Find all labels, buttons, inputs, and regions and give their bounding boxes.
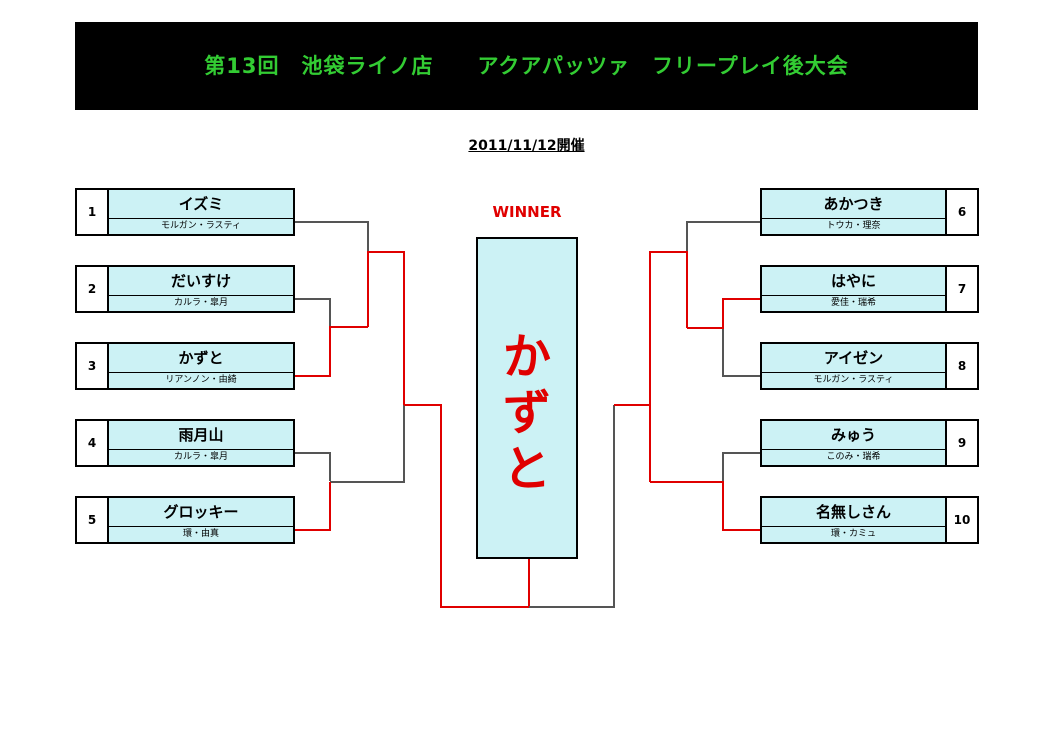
team-characters: 愛佳・瑞希: [830, 298, 876, 308]
bracket-line: [722, 328, 760, 377]
entry-5: 5 グロッキー 環・由真: [75, 496, 295, 544]
player-name: 名無しさん: [762, 498, 945, 527]
player-name: 雨月山: [109, 421, 293, 450]
team-characters: モルガン・ラスティ: [160, 221, 241, 231]
team-characters: カルラ・皐月: [173, 298, 228, 308]
entry-10: 名無しさん 環・カミュ 10: [760, 496, 979, 544]
event-date: 2011/11/12開催: [468, 138, 585, 154]
bracket-line: [722, 452, 760, 482]
entry-9: みゅう このみ・瑞希 9: [760, 419, 979, 467]
entry-8: アイゼン モルガン・ラスティ 8: [760, 342, 979, 390]
team-characters: カルラ・皐月: [173, 452, 228, 462]
player-name: グロッキー: [109, 498, 293, 527]
entry-3: 3 かずと リアンノン・由綺: [75, 342, 295, 390]
player-name: あかつき: [762, 190, 945, 219]
bracket-line: [295, 482, 331, 531]
seed-number: 1: [77, 190, 109, 234]
entry-6: あかつき トウカ・理奈 6: [760, 188, 979, 236]
bracket-line: [614, 404, 651, 482]
team-characters: モルガン・ラスティ: [813, 375, 894, 385]
bracket-line: [404, 404, 530, 608]
team-characters: リアンノン・由綺: [165, 375, 237, 385]
team-characters: トウカ・理奈: [826, 221, 881, 231]
title-banner: 第13回 池袋ライノ店 アクアパッツァ フリープレイ後大会: [75, 22, 978, 110]
player-name: はやに: [762, 267, 945, 296]
winner-char: と: [502, 441, 551, 497]
entry-4: 4 雨月山 カルラ・皐月: [75, 419, 295, 467]
bracket-line: [687, 298, 760, 329]
team-characters: 環・カミュ: [830, 529, 876, 539]
winner-name: か ず と: [478, 329, 576, 497]
bracket-line: [367, 251, 405, 405]
seed-number: 10: [945, 498, 977, 542]
entry-1: 1 イズミ モルガン・ラスティ: [75, 188, 295, 236]
seed-number: 4: [77, 421, 109, 465]
bracket-line: [649, 251, 688, 405]
bracket-line: [295, 298, 331, 327]
seed-number: 2: [77, 267, 109, 311]
bracket-line: [529, 405, 615, 608]
seed-number: 8: [945, 344, 977, 388]
bracket-line: [295, 326, 368, 377]
bracket-line: [650, 481, 760, 531]
seed-number: 7: [945, 267, 977, 311]
player-name: かずと: [109, 344, 293, 373]
player-name: アイゼン: [762, 344, 945, 373]
bracket-line: [295, 452, 331, 481]
player-name: みゅう: [762, 421, 945, 450]
player-name: イズミ: [109, 190, 293, 219]
entry-7: はやに 愛佳・瑞希 7: [760, 265, 979, 313]
player-name: だいすけ: [109, 267, 293, 296]
team-characters: このみ・瑞希: [826, 452, 881, 462]
seed-number: 3: [77, 344, 109, 388]
winner-label: WINNER: [492, 203, 562, 221]
entry-2: 2 だいすけ カルラ・皐月: [75, 265, 295, 313]
seed-number: 9: [945, 421, 977, 465]
winner-char: ず: [502, 385, 551, 441]
bracket-line: [295, 221, 369, 252]
tournament-title: 第13回 池袋ライノ店 アクアパッツァ フリープレイ後大会: [204, 54, 849, 78]
team-characters: 環・由真: [182, 529, 219, 539]
seed-number: 6: [945, 190, 977, 234]
seed-number: 5: [77, 498, 109, 542]
winner-char: か: [502, 329, 551, 385]
bracket-line: [330, 405, 405, 483]
winner-box: か ず と: [476, 237, 578, 559]
